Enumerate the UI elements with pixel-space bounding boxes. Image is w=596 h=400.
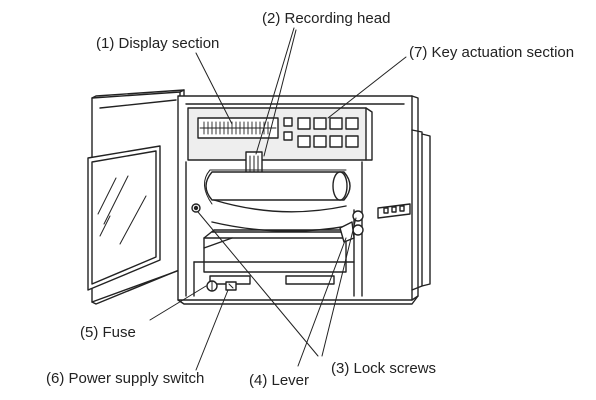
lever <box>339 221 355 243</box>
key <box>345 135 359 148</box>
key <box>313 117 327 130</box>
chart-unit <box>185 151 363 297</box>
rear-housing <box>411 129 431 291</box>
label-lever: (4) Lever <box>249 372 309 389</box>
key <box>297 135 311 148</box>
key <box>297 117 311 130</box>
label-key-actuation-section: (7) Key actuation section <box>409 44 574 61</box>
key <box>329 117 343 130</box>
label-lock-screws: (3) Lock screws <box>331 360 436 377</box>
label-recording-head: (2) Recording head <box>262 10 390 27</box>
side-connector <box>377 203 411 219</box>
front-door <box>87 89 187 305</box>
power-switch <box>225 281 237 291</box>
display-panel <box>187 107 373 161</box>
leader-lines <box>149 27 407 371</box>
label-fuse: (5) Fuse <box>80 324 136 341</box>
label-power-supply-switch: (6) Power supply switch <box>46 370 204 387</box>
key <box>329 135 343 148</box>
chart-tray <box>203 237 347 273</box>
door-window <box>87 145 161 291</box>
label-display-section: (1) Display section <box>96 35 219 52</box>
fuse <box>206 280 218 292</box>
key-pad <box>297 117 359 148</box>
key <box>345 117 359 130</box>
key <box>313 135 327 148</box>
chart-roll <box>205 171 351 201</box>
lock-screw-left <box>191 203 201 213</box>
